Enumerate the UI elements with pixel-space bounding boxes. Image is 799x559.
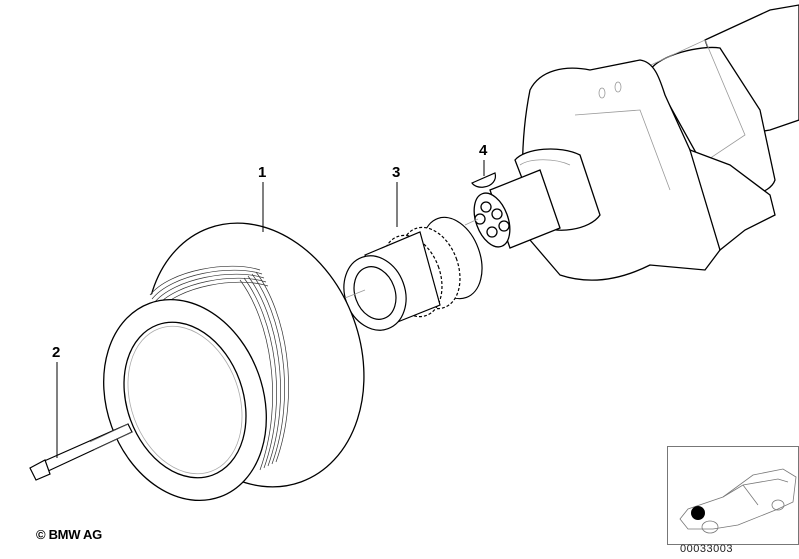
location-marker (691, 506, 705, 520)
image-number: 00033003 (680, 543, 733, 555)
copyright-label: © BMW AG (36, 527, 102, 542)
damper-pulley-drawing (103, 222, 365, 502)
crankshaft-drawing (473, 4, 799, 281)
leader-lines (56, 160, 485, 458)
callout-2[interactable]: 2 (52, 344, 61, 361)
callout-3[interactable]: 3 (392, 164, 401, 181)
woodruff-key-drawing (471, 172, 497, 188)
bolt-drawing (29, 423, 133, 481)
callout-4[interactable]: 4 (479, 142, 488, 159)
sprocket-hub-drawing (334, 216, 483, 331)
car-outline-icon (679, 468, 797, 534)
location-thumbnail (667, 446, 799, 545)
callout-1[interactable]: 1 (258, 164, 267, 181)
